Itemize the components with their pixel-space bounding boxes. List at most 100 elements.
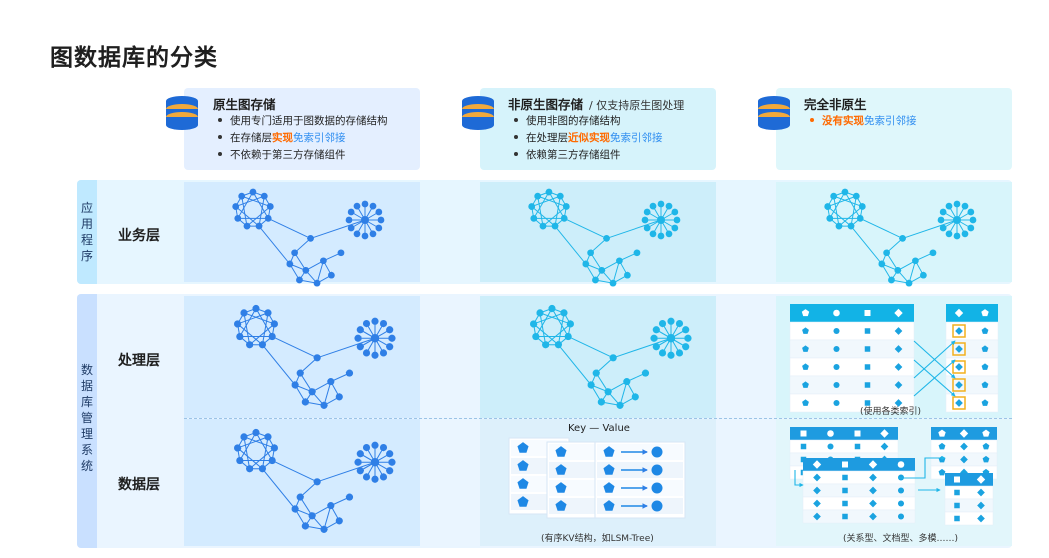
square-glyph (864, 310, 871, 316)
graph-edge (262, 344, 296, 386)
diamond-glyph (813, 486, 821, 495)
bullet-item: 使用专门适用于图数据的存储结构 (216, 113, 388, 130)
pentagon-glyph (603, 500, 615, 511)
graph-node (369, 202, 377, 210)
graph-node (291, 381, 299, 389)
graph-node (361, 200, 369, 208)
graph-node (337, 249, 345, 257)
graph-edge (612, 260, 620, 284)
processing-panel-native (184, 296, 420, 418)
graph-node (528, 203, 536, 210)
diamond-glyph (955, 381, 963, 389)
graph-node (347, 208, 355, 216)
graph-node (371, 351, 379, 359)
graph-node (920, 271, 927, 279)
diamond-glyph (959, 429, 969, 438)
graph-node (328, 271, 335, 279)
graph-edge (242, 312, 251, 345)
graph-node (386, 343, 394, 351)
graph-node (388, 458, 396, 466)
graph-node (327, 502, 335, 510)
diamond-glyph (894, 381, 903, 389)
graph-node (937, 216, 945, 224)
graph-edge (595, 357, 614, 374)
graph-node (545, 188, 553, 196)
graph-node (356, 343, 364, 351)
graph-node (566, 320, 574, 328)
pentagon-glyph (981, 381, 989, 388)
graph-node (961, 230, 969, 238)
square-glyph (854, 443, 861, 450)
graph-node (587, 381, 595, 389)
graph-node (268, 332, 276, 341)
bullet-item: 使用非图的存储结构 (512, 113, 663, 130)
graph-edge (249, 447, 275, 470)
graph-node (682, 343, 690, 351)
graph-node (345, 369, 354, 377)
graph-node (623, 378, 631, 386)
circle-glyph (827, 430, 834, 437)
pentagon-glyph (938, 468, 946, 476)
graph-node (554, 341, 562, 349)
diamond-glyph (894, 308, 903, 318)
pentagon-glyph (802, 399, 809, 406)
graph-edge (548, 191, 565, 219)
graph-node (953, 200, 961, 208)
graph-node (301, 398, 309, 406)
graph-node (264, 309, 272, 317)
graph-node (548, 304, 556, 313)
graph-edge (258, 225, 291, 265)
graph-edge (558, 344, 592, 386)
page-title: 图数据库的分类 (50, 45, 218, 71)
square-glyph (954, 515, 960, 522)
bullet-item: 在存储层实现免索引邻接 (216, 130, 388, 147)
graph-node (616, 401, 624, 409)
graph-node (530, 215, 538, 222)
graph-edge (317, 337, 376, 359)
graph-edge (268, 217, 312, 239)
graph-node (912, 257, 919, 265)
graph-node (905, 279, 913, 287)
graph-node (551, 222, 559, 230)
graph-node (386, 450, 394, 458)
diamond-glyph (955, 399, 963, 407)
graph-edge (322, 505, 332, 531)
graph-node (562, 203, 570, 210)
kv-title: Key — Value (568, 423, 630, 434)
graph-edge (537, 195, 567, 208)
graph-edge (239, 431, 257, 461)
graph-node (536, 309, 544, 317)
pentagon-glyph (981, 327, 989, 334)
pentagon-glyph (517, 496, 529, 507)
graph-edge (255, 432, 273, 462)
graph-node (643, 224, 651, 232)
bullet-item: 没有实现免索引邻接 (808, 113, 917, 130)
fully-non-native-card (776, 88, 1012, 170)
graph-network (530, 304, 692, 409)
graph-node (969, 216, 977, 224)
bullet-item: 不依赖于第三方存储组件 (216, 147, 388, 164)
table-row (944, 511, 994, 526)
graph-edge (260, 436, 269, 470)
graph-node (258, 465, 266, 473)
graph-edge (832, 195, 840, 227)
diamond-glyph (868, 460, 878, 469)
graph-edge (235, 206, 260, 227)
graph-edge (237, 447, 263, 470)
index-link-arrow (913, 359, 956, 397)
graph-node (878, 260, 886, 268)
index-table (802, 458, 916, 524)
graph-edge (838, 206, 863, 227)
graph-node (675, 349, 684, 357)
relation-arrow (794, 470, 804, 488)
graph-node (657, 232, 665, 240)
graph-node (308, 512, 316, 520)
graph-edge (237, 191, 254, 219)
graph-edge (556, 312, 565, 346)
graph-node (953, 232, 961, 240)
graph-node (967, 208, 975, 216)
pentagon-glyph (802, 381, 809, 388)
processing-layer-label: 处理层 (118, 353, 160, 369)
graph-node (542, 341, 550, 349)
bullet-item: 在处理层近似实现免索引邻接 (512, 130, 663, 147)
